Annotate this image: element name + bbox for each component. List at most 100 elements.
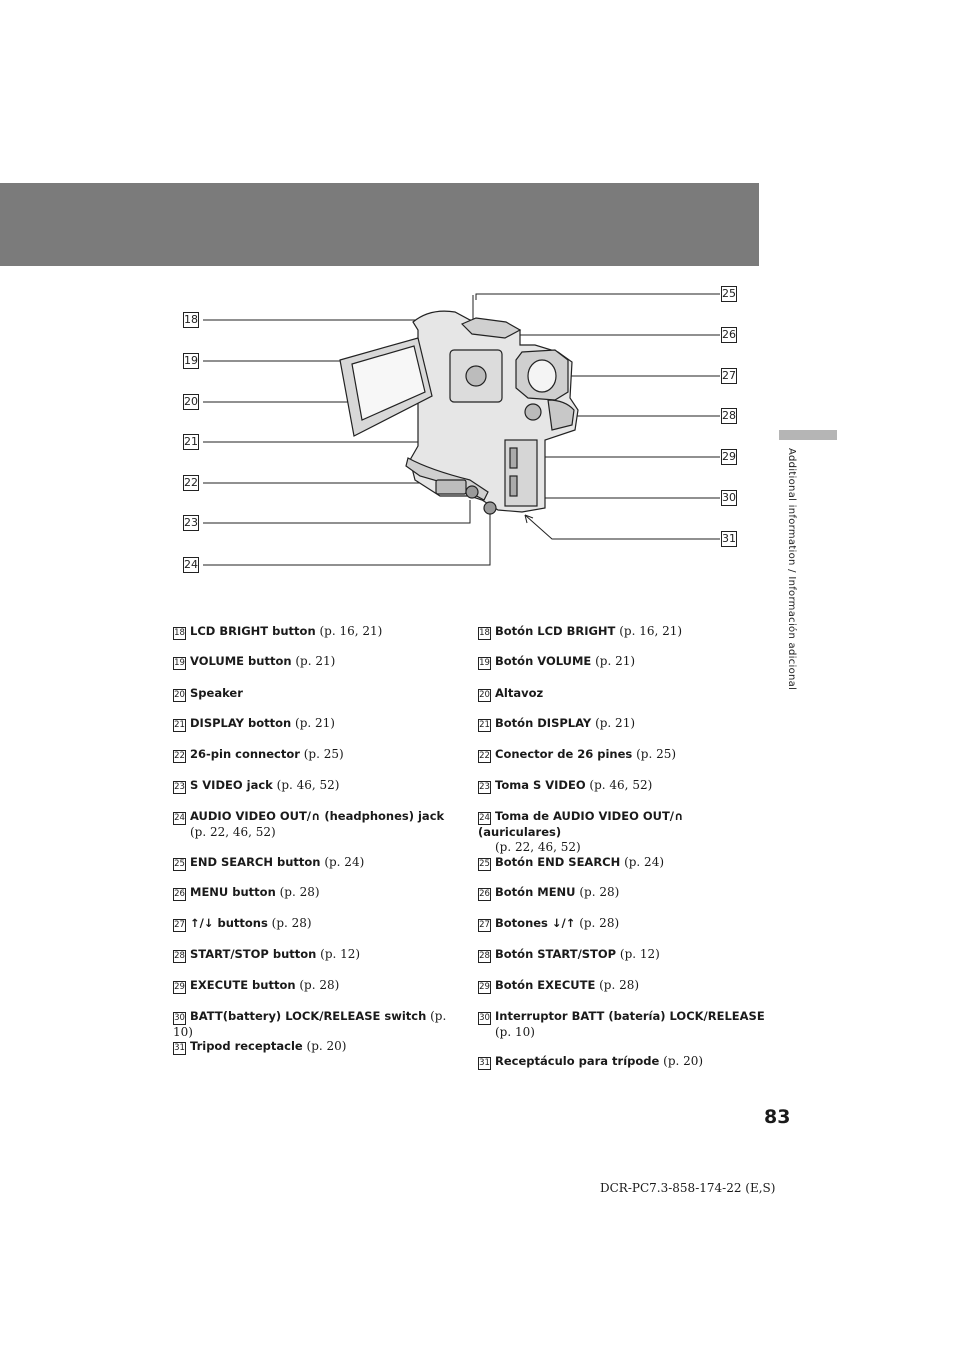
part-name: Botón EXECUTE: [495, 978, 596, 992]
callout-26: 26: [721, 327, 737, 343]
part-name: LCD BRIGHT button: [190, 624, 316, 638]
item-number: 18: [173, 627, 186, 640]
item-number: 30: [173, 1012, 186, 1025]
part-name: VOLUME button: [190, 654, 292, 668]
part-name: Botón MENU: [495, 885, 576, 899]
part-name: Speaker: [190, 686, 243, 700]
item-number: 20: [173, 689, 186, 702]
part-name: BATT(battery) LOCK/RELEASE switch: [190, 1009, 427, 1023]
page-ref: (p. 46, 52): [272, 778, 340, 792]
part-name: START/STOP button: [190, 947, 317, 961]
item-number: 23: [173, 781, 186, 794]
part-name: 26-pin connector: [190, 747, 300, 761]
item-number: 19: [173, 657, 186, 670]
callout-18: 18: [183, 312, 199, 328]
page-ref: (p. 12): [316, 947, 361, 961]
part-name: MENU button: [190, 885, 276, 899]
page-ref: (p. 20): [302, 1039, 347, 1053]
part-name: Botón DISPLAY: [495, 716, 592, 730]
list-item: 30 Interruptor BATT (batería) LOCK/RELEAS…: [478, 1009, 768, 1040]
item-number: 23: [478, 781, 491, 794]
item-number: 26: [173, 888, 186, 901]
page-ref: (p. 16, 21): [615, 624, 683, 638]
item-number: 30: [478, 1012, 491, 1025]
page-ref: (p. 10): [495, 1025, 535, 1039]
page-ref: (p. 20): [659, 1054, 704, 1068]
page-number: 83: [764, 1106, 791, 1128]
page-ref: (p. 28): [595, 978, 640, 992]
item-number: 25: [478, 858, 491, 871]
document-code: DCR-PC7.3-858-174-22 (E,S): [600, 1181, 776, 1195]
item-number: 27: [173, 919, 186, 932]
part-name: Botón VOLUME: [495, 654, 592, 668]
list-item: 28 START/STOP button (p. 12): [173, 947, 463, 963]
item-number: 28: [173, 950, 186, 963]
item-number: 24: [478, 812, 491, 825]
callout-28: 28: [721, 408, 737, 424]
page-ref: (p. 28): [267, 916, 312, 930]
page-ref: (p. 21): [291, 654, 336, 668]
item-number: 22: [478, 750, 491, 763]
item-number: 24: [173, 812, 186, 825]
page-ref: (p. 24): [620, 855, 665, 869]
part-name: END SEARCH button: [190, 855, 321, 869]
part-name: DISPLAY botton: [190, 716, 292, 730]
list-item: 23 Toma S VIDEO (p. 46, 52): [478, 778, 768, 794]
item-number: 21: [478, 719, 491, 732]
page-ref: (p. 25): [632, 747, 677, 761]
page-ref: (p. 28): [295, 978, 340, 992]
page-ref: (p. 22, 46, 52): [495, 840, 581, 854]
list-item: 23 S VIDEO jack (p. 46, 52): [173, 778, 463, 794]
callout-31: 31: [721, 531, 737, 547]
callout-21: 21: [183, 434, 199, 450]
item-number: 21: [173, 719, 186, 732]
page-ref: (p. 28): [275, 885, 320, 899]
page-ref: (p. 21): [291, 716, 335, 730]
part-name: Toma S VIDEO: [495, 778, 586, 792]
part-name: ↑/↓ buttons: [190, 916, 268, 930]
header-band: [0, 183, 759, 266]
item-number: 20: [478, 689, 491, 702]
list-item: 18 LCD BRIGHT button (p. 16, 21): [173, 624, 463, 640]
camcorder-illustration: [203, 293, 720, 566]
part-name: Botón START/STOP: [495, 947, 617, 961]
page-ref: (p. 16, 21): [315, 624, 383, 638]
part-name: Altavoz: [495, 686, 544, 700]
part-name: S VIDEO jack: [190, 778, 273, 792]
part-name: Botones ↓/↑: [495, 916, 576, 930]
item-number: 27: [478, 919, 491, 932]
item-number: 19: [478, 657, 491, 670]
page-ref: (p. 10): [173, 1009, 447, 1039]
page-ref: (p. 46, 52): [585, 778, 653, 792]
callout-30: 30: [721, 490, 737, 506]
part-name: Tripod receptacle: [190, 1039, 303, 1053]
part-name: Receptáculo para trípode: [495, 1054, 660, 1068]
page-ref: (p. 24): [320, 855, 365, 869]
part-name: Botón LCD BRIGHT: [495, 624, 616, 638]
callout-20: 20: [183, 394, 199, 410]
callout-25: 25: [721, 286, 737, 302]
item-number: 29: [173, 981, 186, 994]
list-item: 26 MENU button (p. 28): [173, 885, 463, 901]
list-item: 19 VOLUME button (p. 21): [173, 654, 463, 670]
callout-24: 24: [183, 557, 199, 573]
list-item: 21 DISPLAY botton (p. 21): [173, 716, 463, 732]
part-name: Interruptor BATT (batería) LOCK/RELEASE: [495, 1009, 765, 1023]
item-number: 31: [478, 1057, 491, 1070]
part-name: AUDIO VIDEO OUT/∩ (headphones) jack: [190, 809, 445, 823]
page-ref: (p. 22, 46, 52): [190, 825, 276, 839]
list-item: 20 Altavoz: [478, 686, 768, 702]
list-item: 27 ↑/↓ buttons (p. 28): [173, 916, 463, 932]
list-item: 20 Speaker: [173, 686, 463, 702]
page-ref: (p. 12): [616, 947, 660, 961]
